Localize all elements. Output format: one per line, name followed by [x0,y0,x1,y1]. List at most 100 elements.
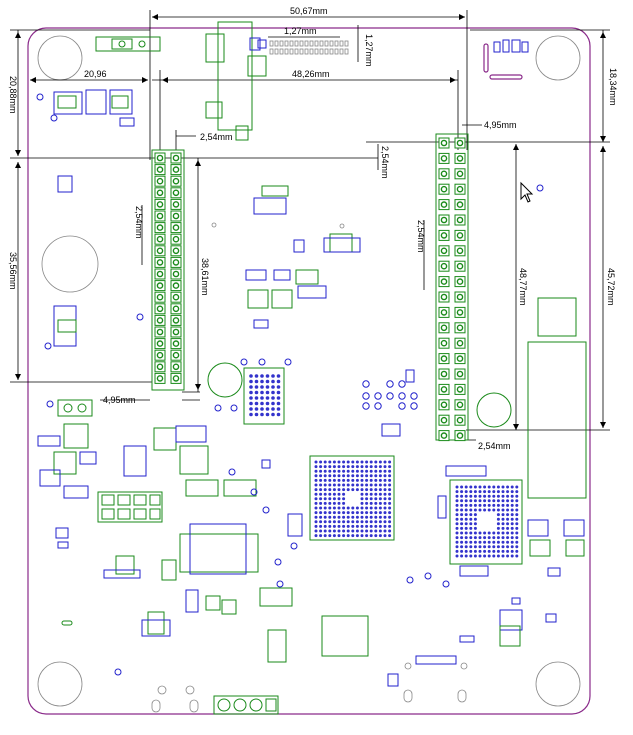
dim-left-header-bottom-offset: 4,95mm [103,395,136,405]
connector-pin [289,48,294,55]
header-pin-hole [456,324,464,332]
connector-pin [279,48,284,55]
bga-ball [351,469,355,473]
bga-ball [369,488,373,492]
bga-ball [460,499,464,503]
bga-ball [314,501,318,505]
bga-ball [314,492,318,496]
bga-ball [374,506,378,510]
bga-ball [383,520,387,524]
connector-pin [274,40,279,47]
bga-ball [388,469,392,473]
connector-pin [299,40,304,47]
bga-ball [460,485,464,489]
via-pad [410,402,418,410]
header-pin-hole [456,355,464,362]
bga-ball [506,526,510,530]
bga-ball [342,529,346,533]
bga-ball [473,540,477,544]
dimension-labels: 50,67mm 1,27mm 1,27mm 20,96 48,26mm 20,8… [8,6,618,451]
dim-header-spacing: 48,26mm [292,69,330,79]
bga-ball [360,501,364,505]
bga-ball [254,396,259,400]
bga-ball [360,497,364,501]
bga-ball [365,465,369,469]
bga-ball [319,460,323,464]
bga-ball [469,517,473,521]
header-pin-hole [456,185,464,193]
bga-ball [355,520,359,524]
bga-ball [496,499,500,503]
bga-ball [337,506,341,510]
bga-ball [314,534,318,538]
bga-ball [337,511,341,515]
bga-ball [314,515,318,519]
connector-pin [339,40,344,47]
bga-ball [249,385,253,389]
bga-ball [374,497,378,501]
bga-ball [483,499,487,503]
bga-ball [506,485,510,489]
bga-ball [501,540,505,544]
bga-ball [460,494,464,498]
bga-ball [360,520,364,524]
bga-ball [365,474,369,478]
bga-ball [473,526,477,530]
bga-ball [473,549,477,553]
bga-ball [496,536,500,540]
bga-ball [254,412,259,417]
header-pin-hole [456,416,464,424]
bga-ball [506,540,510,544]
bga-ball [383,534,387,538]
bga-ball [378,492,382,496]
bga-ball [369,515,373,519]
header-pin-hole [172,317,180,324]
bga-ball [455,526,459,530]
bga-ball [378,497,382,501]
bga-ball [469,526,473,530]
header-pin-hole [156,201,164,208]
dim-top-width: 50,67mm [290,6,328,16]
bga-ball [365,524,369,528]
bga-ball [378,515,382,519]
connector-pin [314,40,319,47]
bga-ball [469,545,473,549]
bga-ball [346,478,350,482]
bga-ball [469,540,473,544]
bga-ball [332,497,336,501]
header-pin-hole [440,201,448,208]
bga-ball [378,511,382,515]
header-pin-hole [172,375,180,382]
bga-ball [328,497,332,501]
bga-ball [515,526,519,530]
bga-ball [510,499,514,503]
bga-ball [455,499,459,503]
bga-ball [501,517,505,521]
bga-ball [342,474,346,478]
bga-ball [342,515,346,519]
header-pin-hole [456,262,464,270]
header-pin-hole [172,177,180,185]
bga-ball [501,554,505,558]
bga-ball [506,494,510,498]
bga-ball [365,520,369,524]
bga-ball [515,517,519,521]
bga-ball [346,511,350,515]
via-pad [362,392,370,400]
bga-ball [455,522,459,526]
bga-ball [473,554,477,558]
bga-ball [506,549,510,553]
bga-ball [496,549,500,553]
bga-ball [460,508,464,512]
header-pin-hole [156,340,164,347]
bga-ball [388,520,392,524]
bga-ball [328,460,332,464]
header-pin-hole [456,155,464,162]
bga-ball [460,531,464,535]
bga-ball [351,520,355,524]
bga-ball [260,379,264,384]
bga-ball [332,492,336,496]
bga-ball [464,508,468,512]
dim-left-offset: 20,96 [84,69,107,79]
bga-ball [351,511,355,515]
